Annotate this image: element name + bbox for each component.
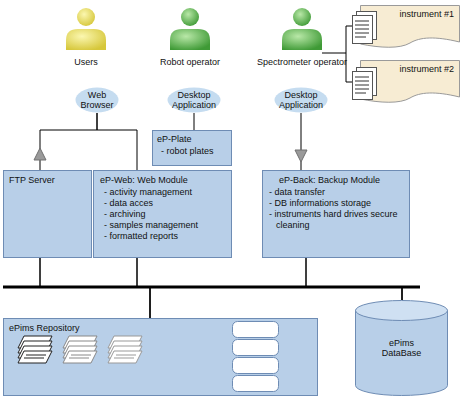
node-heading: Desktop Application xyxy=(276,90,326,110)
ellipse-shape xyxy=(275,88,328,113)
person-head xyxy=(293,8,311,26)
node-heading: eP-Web: Web Module xyxy=(100,175,231,186)
connector xyxy=(97,113,137,170)
person-body xyxy=(282,29,322,50)
interface-ellipse: Web Browser xyxy=(75,87,119,113)
user-icon xyxy=(66,8,106,50)
module-box: eP-Plate- robot plates xyxy=(152,130,232,166)
list-item: - formatted reports xyxy=(104,231,231,242)
instrument-box: instrument #2 xyxy=(360,60,460,104)
list-item: - activity management xyxy=(104,187,231,198)
server-box: FTP Server xyxy=(3,170,92,258)
text-group: eP-Web: Web Module- activity management-… xyxy=(94,171,231,242)
node-heading: instrument #2 xyxy=(399,64,454,75)
text-group: FTP Server xyxy=(4,171,91,187)
document-shape xyxy=(361,61,460,103)
node-heading: ePims Repository xyxy=(9,323,317,334)
node-heading: eP-Back: Backup Module xyxy=(279,175,409,186)
connector xyxy=(150,258,306,318)
list-item: - data transfer xyxy=(269,187,401,198)
connector xyxy=(295,113,307,170)
ellipse-shape xyxy=(168,88,221,113)
cylinder-body xyxy=(356,310,448,395)
connector xyxy=(306,258,402,300)
list-item: - archiving xyxy=(104,209,231,220)
connector xyxy=(34,113,97,170)
text-group: instrument #2 xyxy=(399,64,454,75)
text-group: Desktop Application xyxy=(274,87,328,113)
connector xyxy=(137,258,402,300)
node-heading: instrument #1 xyxy=(399,9,454,20)
node-heading: eP-Plate xyxy=(157,134,231,145)
connector-line xyxy=(137,258,402,300)
database-cylinder: ePims DataBase xyxy=(355,300,448,396)
connector-line xyxy=(137,258,150,318)
text-group: ePims DataBase xyxy=(355,300,448,396)
node-heading: FTP Server xyxy=(9,175,91,186)
list-item: - DB informations storage xyxy=(269,198,401,209)
list-item: - robot plates xyxy=(161,146,231,157)
instrument-wire xyxy=(322,26,352,82)
connector-line xyxy=(97,113,137,170)
spectrometer-operator-icon xyxy=(282,8,322,50)
actor-label: Users xyxy=(26,57,146,67)
person-body xyxy=(170,29,210,50)
connector xyxy=(40,258,150,318)
robot-operator-icon xyxy=(170,8,210,50)
text-group: eP-Plate- robot plates xyxy=(153,131,231,157)
text-group: ePims Repository xyxy=(4,319,317,335)
text-group: Desktop Application xyxy=(167,87,221,113)
list-item: - instruments hard drives secure cleanin… xyxy=(269,209,401,231)
network-bus xyxy=(3,286,420,289)
text-group: Web Browser xyxy=(75,87,119,113)
connector-line xyxy=(40,258,402,300)
person-head xyxy=(77,8,95,26)
arrow-head xyxy=(34,148,46,160)
list-item: - samples management xyxy=(104,220,231,231)
connector-line xyxy=(40,113,97,170)
instrument-box: instrument #1 xyxy=(360,5,460,49)
interface-ellipse: Desktop Application xyxy=(167,87,221,113)
actor-label: Spectrometer operator xyxy=(242,57,362,67)
person-body xyxy=(66,29,106,50)
node-heading: ePims DataBase xyxy=(377,338,427,358)
connector-line xyxy=(150,258,306,318)
node-heading: Web Browser xyxy=(77,90,117,110)
module-box: eP-Back: Backup Module- data transfer- D… xyxy=(262,170,410,258)
person-head xyxy=(181,8,199,26)
connector xyxy=(40,258,402,300)
connector-line xyxy=(301,113,302,170)
node-heading: Desktop Application xyxy=(169,90,219,110)
arrow-head xyxy=(295,150,307,162)
connector-line xyxy=(194,113,195,130)
connector xyxy=(194,113,195,130)
connector xyxy=(137,258,150,318)
connector-line xyxy=(306,258,402,300)
actor-label: Robot operator xyxy=(130,57,250,67)
text-group: eP-Back: Backup Module- data transfer- D… xyxy=(263,171,409,231)
cylinder-top xyxy=(356,301,448,321)
module-box: eP-Web: Web Module- activity management-… xyxy=(93,170,232,258)
connector-line xyxy=(40,258,150,318)
list-item: - data acces xyxy=(104,198,231,209)
document-shape xyxy=(361,6,460,48)
interface-ellipse: Desktop Application xyxy=(274,87,328,113)
text-group: instrument #1 xyxy=(399,9,454,20)
repository-box: ePims Repository xyxy=(3,318,318,396)
ellipse-shape xyxy=(76,88,119,113)
